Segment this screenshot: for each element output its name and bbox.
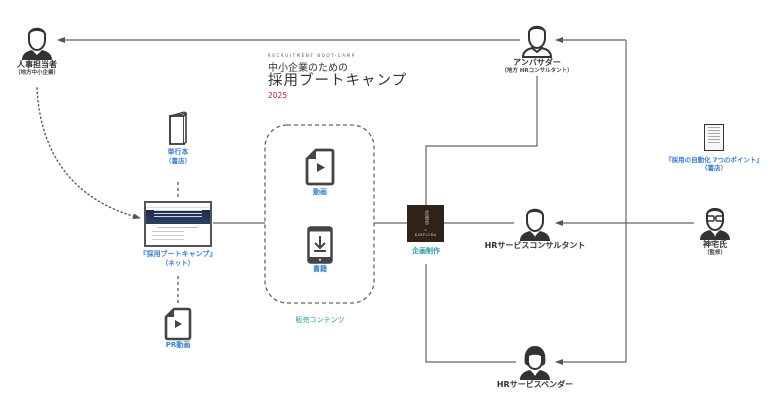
auto-book-label: 『採用の自動化 7つのポイント』 [665,156,763,164]
planning-logo: 企画舎 × KIMPLURA [407,205,444,242]
hr-manager-label: 人事担当者 [17,60,57,69]
node-video: 動画 [300,148,340,197]
node-sales-contents: 販売コンテンツ [280,316,360,325]
hr-vendor-label: HRサービスベンダー [496,380,574,389]
book-single-label: 単行本 [167,148,189,156]
hr-consultant-label: HRサービスコンサルタント [484,241,586,250]
title-year: 2025 [268,90,288,100]
node-hr-manager: 人事担当者 （地方中小企業） [2,24,72,77]
supervisor-label: 神宅氏 [703,240,727,249]
title-eyebrow: RECRUITMENT BOOT-CAMP [268,53,356,58]
auto-book-sub: （書店） [701,164,727,173]
person-icon [475,205,595,241]
web-screenshot [144,201,212,247]
hr-manager-sub: （地方中小企業） [14,70,59,76]
node-hr-consultant: HRサービスコンサルタント [475,205,595,251]
node-ebook: 書籍 [300,226,340,274]
title-block: RECRUITMENT BOOT-CAMP 中小企業のための 採用ブートキャンプ… [268,53,407,100]
node-pr-video: PR動画 [155,307,201,350]
glasses-person-icon [690,204,740,240]
node-bootcamp-net: 『採用ブートキャンプ』 （ネット） [128,250,228,267]
node-book-single: 単行本 （書店） [150,110,206,165]
title-line2: 採用ブートキャンプ [268,73,408,89]
node-planning: 企画制作 [400,247,452,256]
node-ambassador: アンバサダー （地方 HRコンサルタント） [492,22,582,75]
sales-contents-label: 販売コンテンツ [295,316,345,324]
planning-logo-jp: 企画舎 [424,210,429,225]
line-ambassador-to-planning [425,76,538,205]
bootcamp-net-sub: （ネット） [161,258,195,267]
planning-label: 企画制作 [412,247,440,255]
video-file-icon [155,307,201,341]
video-label: 動画 [313,188,327,196]
node-hr-vendor: HRサービスベンダー [480,344,590,390]
supervisor-sub: （監修） [703,250,726,256]
node-supervisor: 神宅氏 （監修） [690,204,740,257]
node-auto-book: 『採用の自動化 7つのポイント』 （書店） [654,156,774,173]
planning-logo-en: KIMPLURA [414,233,437,237]
sales-contents-box [264,124,375,304]
tablet-download-icon [300,226,340,264]
line-planning-to-hr-vendor [425,264,516,363]
book-icon [150,110,206,148]
dotted-hr-manager-to-net [36,87,141,220]
person-icon [492,22,582,58]
planning-logo-x: × [424,228,427,232]
book-single-sub: （書店） [165,156,191,165]
ambassador-sub: （地方 HRコンサルタント） [501,68,573,74]
female-person-icon [480,344,590,380]
ambassador-label: アンバサダー [513,58,561,67]
person-icon [2,24,72,60]
ebook-label: 書籍 [313,265,327,273]
title-line1: 中小企業のための [268,63,348,74]
bootcamp-net-label: 『採用ブートキャンプ』 [139,250,217,258]
video-file-icon [300,148,340,186]
pr-video-label: PR動画 [165,341,191,349]
book-cover [704,124,724,151]
